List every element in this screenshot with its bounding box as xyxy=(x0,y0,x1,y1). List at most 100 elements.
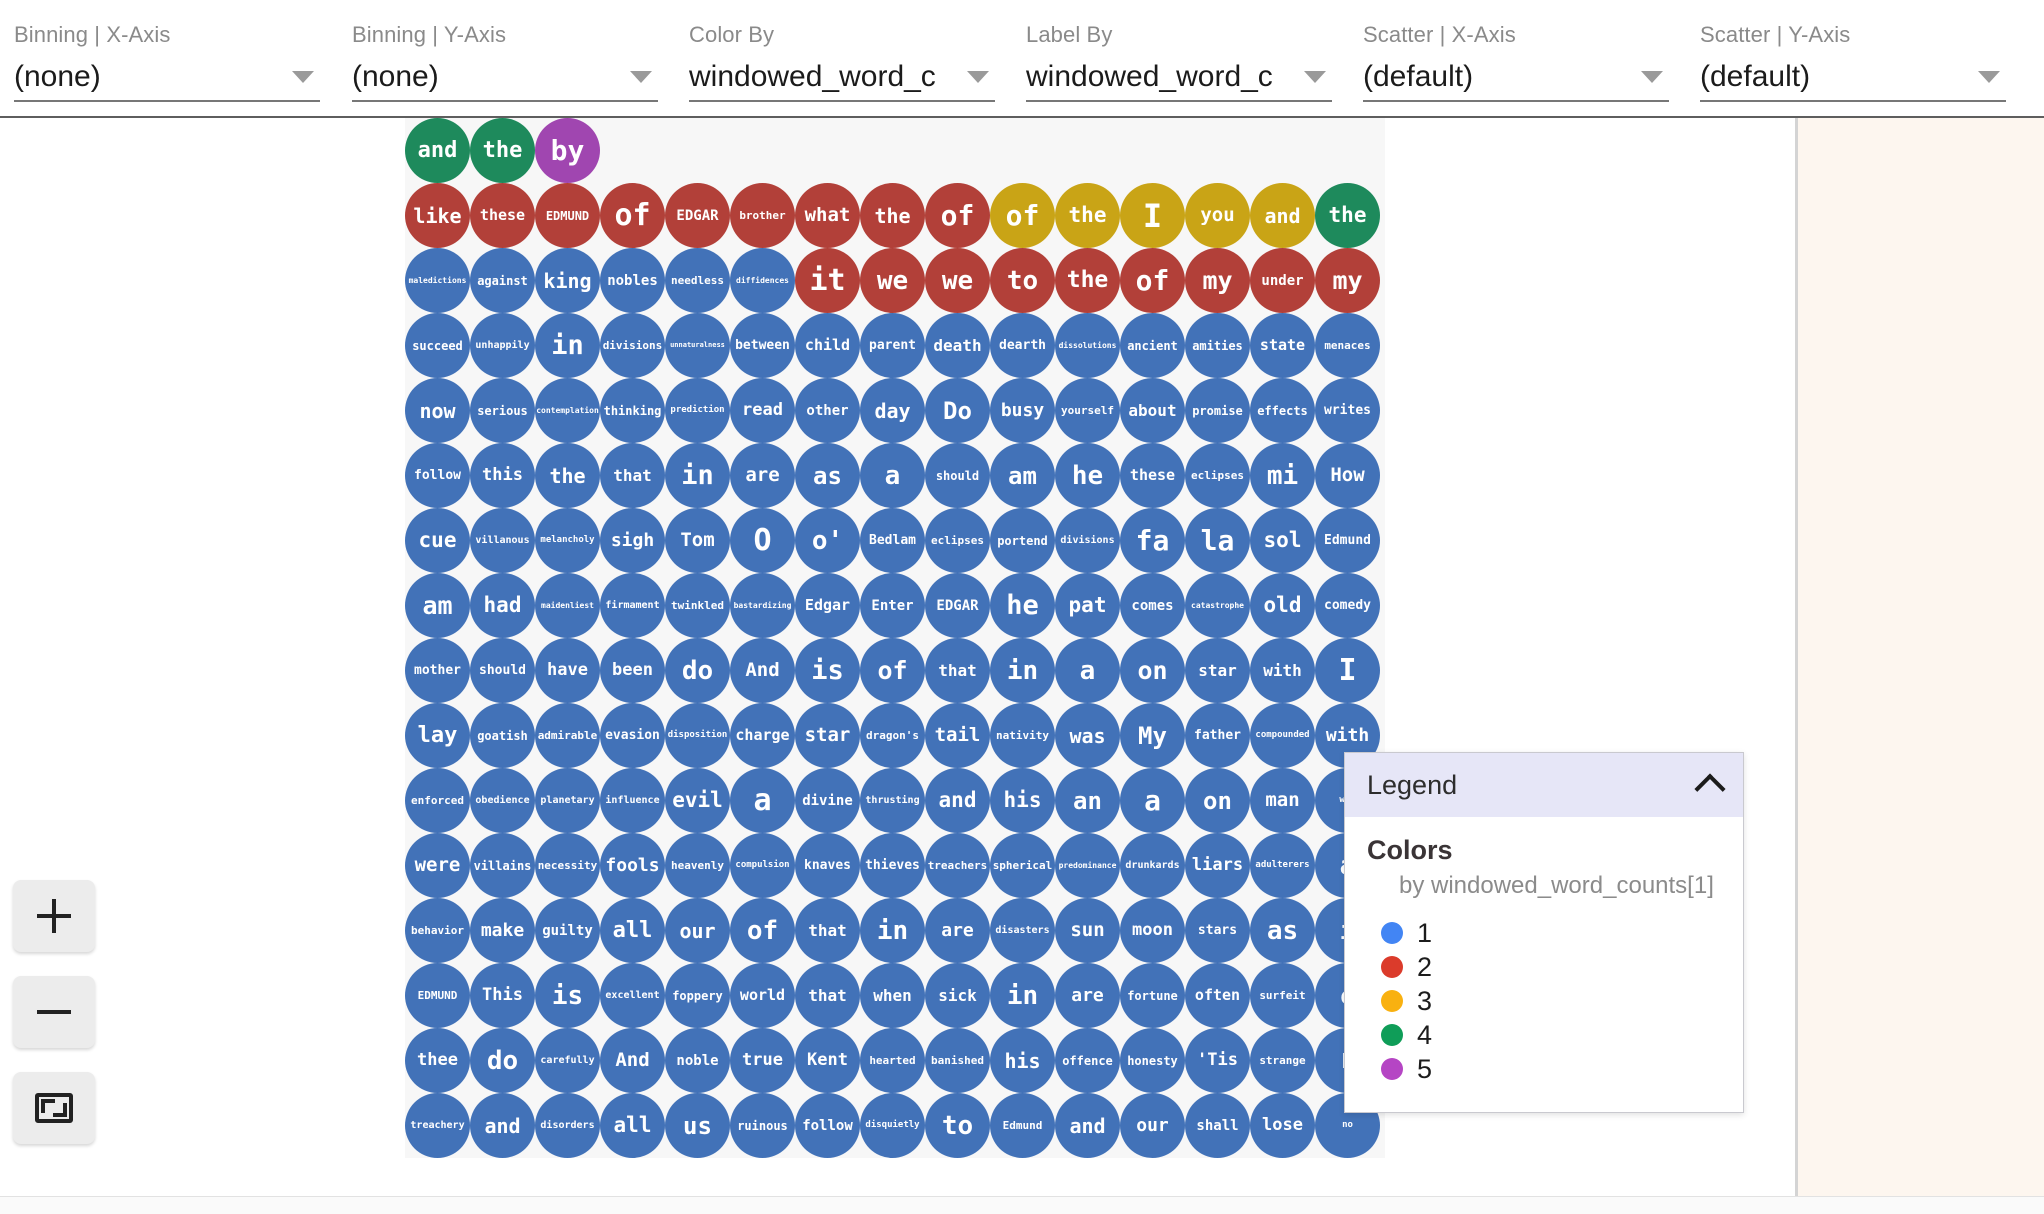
bubble[interactable]: foppery xyxy=(665,963,730,1028)
bubble[interactable]: noble xyxy=(665,1028,730,1093)
bubble[interactable]: his xyxy=(990,768,1055,833)
bubble[interactable]: the xyxy=(535,443,600,508)
scatter-y-axis-select[interactable]: (default) xyxy=(1700,54,2006,102)
bubble[interactable]: adulterers xyxy=(1250,833,1315,898)
binning-y-axis-select[interactable]: (none) xyxy=(352,54,658,102)
bubble[interactable]: spherical xyxy=(990,833,1055,898)
bubble[interactable]: And xyxy=(730,638,795,703)
bubble[interactable]: with xyxy=(1250,638,1315,703)
bubble[interactable]: evasion xyxy=(600,703,665,768)
bubble[interactable]: true xyxy=(730,1028,795,1093)
bubble[interactable]: sick xyxy=(925,963,990,1028)
bubble[interactable]: enforced xyxy=(405,768,470,833)
bubble[interactable]: knaves xyxy=(795,833,860,898)
bubble[interactable]: obedience xyxy=(470,768,535,833)
bubble[interactable]: follow xyxy=(405,443,470,508)
bubble[interactable]: the xyxy=(1315,183,1380,248)
bubble[interactable]: liars xyxy=(1185,833,1250,898)
bubble[interactable]: firmament xyxy=(600,573,665,638)
bubble[interactable]: child xyxy=(795,313,860,378)
bubble[interactable]: hearted xyxy=(860,1028,925,1093)
bubble[interactable]: was xyxy=(1055,703,1120,768)
bubble[interactable]: is xyxy=(535,963,600,1028)
bubble[interactable]: disasters xyxy=(990,898,1055,963)
bubble[interactable]: all xyxy=(600,1093,665,1158)
bubble[interactable]: all xyxy=(600,898,665,963)
bubble[interactable]: evil xyxy=(665,768,730,833)
bubble[interactable]: honesty xyxy=(1120,1028,1185,1093)
bubble[interactable]: we xyxy=(925,248,990,313)
bubble[interactable]: I xyxy=(1315,638,1380,703)
bubble[interactable]: guilty xyxy=(535,898,600,963)
bubble[interactable]: he xyxy=(1055,443,1120,508)
bubble[interactable]: succeed xyxy=(405,313,470,378)
bubble[interactable]: to xyxy=(925,1093,990,1158)
bubble[interactable]: surfeit xyxy=(1250,963,1315,1028)
bubble[interactable]: old xyxy=(1250,573,1315,638)
bubble[interactable]: is xyxy=(795,638,860,703)
legend-item[interactable]: 3 xyxy=(1381,984,1721,1018)
bubble[interactable]: fools xyxy=(600,833,665,898)
bubble[interactable]: of xyxy=(1120,248,1185,313)
bubble[interactable]: And xyxy=(600,1028,665,1093)
bubble[interactable]: of xyxy=(730,898,795,963)
bubble[interactable]: heavenly xyxy=(665,833,730,898)
bubble[interactable]: in xyxy=(990,963,1055,1028)
bubble[interactable]: carefully xyxy=(535,1028,600,1093)
bubble[interactable]: under xyxy=(1250,248,1315,313)
bubble[interactable]: that xyxy=(600,443,665,508)
bubble[interactable]: sigh xyxy=(600,508,665,573)
bubble[interactable]: that xyxy=(795,963,860,1028)
bubble[interactable]: How xyxy=(1315,443,1380,508)
bubble[interactable]: serious xyxy=(470,378,535,443)
bubble[interactable]: 'Tis xyxy=(1185,1028,1250,1093)
bubble[interactable]: in xyxy=(535,313,600,378)
bubble[interactable]: by xyxy=(535,118,600,183)
bubble[interactable]: and xyxy=(1055,1093,1120,1158)
bubble[interactable]: do xyxy=(470,1028,535,1093)
bubble[interactable]: shall xyxy=(1185,1093,1250,1158)
bubble[interactable]: what xyxy=(795,183,860,248)
bubble[interactable]: the xyxy=(470,118,535,183)
bubble[interactable]: eclipses xyxy=(1185,443,1250,508)
bubble[interactable]: Kent xyxy=(795,1028,860,1093)
bubble[interactable]: goatish xyxy=(470,703,535,768)
bubble[interactable]: it xyxy=(795,248,860,313)
bubble[interactable]: menaces xyxy=(1315,313,1380,378)
bubble[interactable]: you xyxy=(1185,183,1250,248)
bubble[interactable]: dragon's xyxy=(860,703,925,768)
bubble[interactable]: a xyxy=(1055,638,1120,703)
bubble[interactable]: nativity xyxy=(990,703,1055,768)
bubble[interactable]: Enter xyxy=(860,573,925,638)
bubble[interactable]: star xyxy=(1185,638,1250,703)
bubble[interactable]: on xyxy=(1185,768,1250,833)
bubble[interactable]: banished xyxy=(925,1028,990,1093)
bubble[interactable]: my xyxy=(1185,248,1250,313)
bubble[interactable]: necessity xyxy=(535,833,600,898)
bubble[interactable]: stars xyxy=(1185,898,1250,963)
bubble[interactable]: the xyxy=(860,183,925,248)
bubble[interactable]: This xyxy=(470,963,535,1028)
bubble[interactable]: man xyxy=(1250,768,1315,833)
bubble[interactable]: a xyxy=(860,443,925,508)
bubble[interactable]: and xyxy=(470,1093,535,1158)
bubble[interactable]: drunkards xyxy=(1120,833,1185,898)
bubble[interactable]: king xyxy=(535,248,600,313)
bubble[interactable]: unnaturalness xyxy=(665,313,730,378)
bubble[interactable]: treachery xyxy=(405,1093,470,1158)
fit-to-screen-button[interactable] xyxy=(13,1072,95,1144)
bubble[interactable]: EDMUND xyxy=(405,963,470,1028)
bubble[interactable]: thrusting xyxy=(860,768,925,833)
bubble[interactable]: when xyxy=(860,963,925,1028)
bubble[interactable]: unhappily xyxy=(470,313,535,378)
bubble[interactable]: ruinous xyxy=(730,1093,795,1158)
bubble[interactable]: My xyxy=(1120,703,1185,768)
bubble[interactable]: pat xyxy=(1055,573,1120,638)
bubble[interactable]: mother xyxy=(405,638,470,703)
bubble[interactable]: of xyxy=(600,183,665,248)
bubble[interactable]: admirable xyxy=(535,703,600,768)
bubble[interactable]: melancholy xyxy=(535,508,600,573)
bubble[interactable]: fortune xyxy=(1120,963,1185,1028)
bubble[interactable]: our xyxy=(665,898,730,963)
